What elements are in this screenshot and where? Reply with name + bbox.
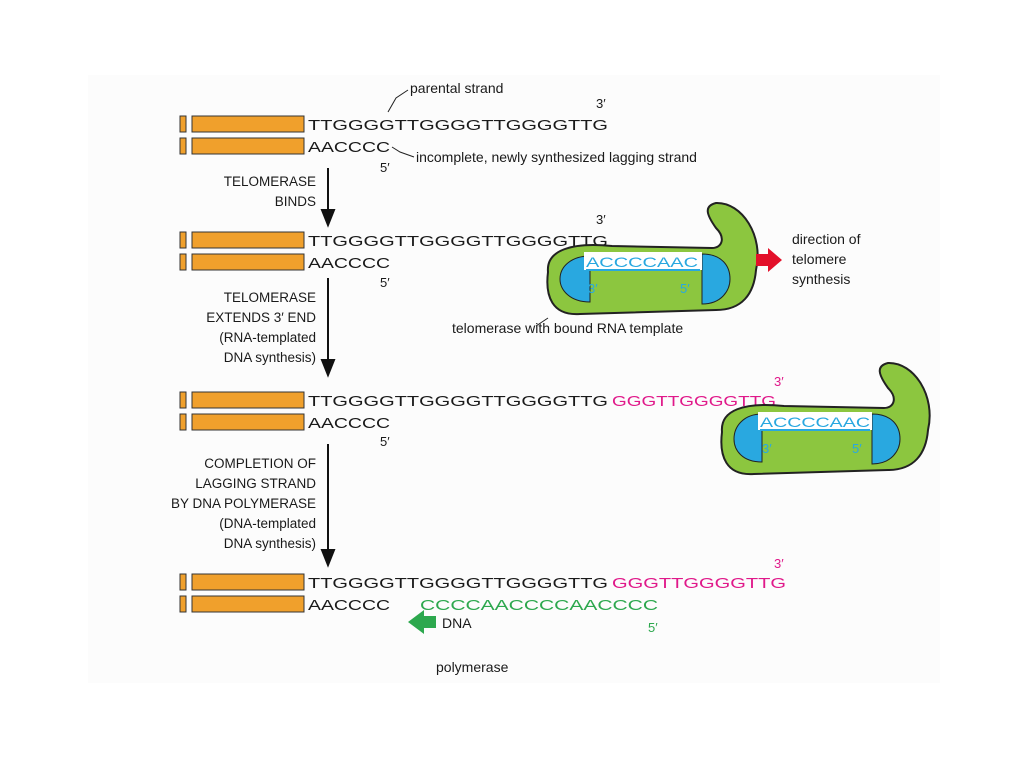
row-3-five-prime: 5′ xyxy=(380,434,390,449)
leader-lagging-strand xyxy=(391,146,415,158)
row-2: TTGGGGTTGGGGTTGGGGTTG 3′ AACCCC 5′ xyxy=(308,212,608,290)
step-arrows xyxy=(320,168,336,568)
step-1-line-1: TELOMERASE xyxy=(224,174,316,189)
row-2-lagging-sequence: AACCCC xyxy=(308,255,390,272)
rna-template-three-prime: 3′ xyxy=(588,281,598,296)
label-telomerase-with-template: telomerase with bound RNA template xyxy=(452,320,683,336)
row-1-leader-lines xyxy=(387,89,415,158)
step-3-line-5: DNA synthesis) xyxy=(224,536,316,551)
rna-template-five-prime-row-3: 5′ xyxy=(852,441,862,456)
step-2-line-4: DNA synthesis) xyxy=(224,350,316,365)
row-4-new-lagging-sequence: CCCCAACCCCAACCCC xyxy=(420,597,658,614)
telomerase-left-lobe-row-3 xyxy=(733,413,763,463)
telomerase-left-lobe xyxy=(559,255,591,303)
step-1-line-2: BINDS xyxy=(275,194,316,209)
row-4: TTGGGGTTGGGGTTGGGGTTG GGGTTGGGGTTG 3′ AA… xyxy=(308,556,786,635)
arrow-step-1-head xyxy=(320,209,336,228)
step-2-line-1: TELOMERASE xyxy=(224,290,316,305)
row-1-parental-sequence: TTGGGGTTGGGGTTGGGGTTG xyxy=(308,117,608,134)
arrow-step-3-head xyxy=(320,549,336,568)
telomerase-label: telomerase with bound RNA template xyxy=(452,317,683,336)
dna-duplex-row-4 xyxy=(179,573,305,613)
polymerase-label-line-2: polymerase xyxy=(436,659,509,675)
row-4-parental-sequence: TTGGGGTTGGGGTTGGGGTTG xyxy=(308,575,608,592)
dna-duplex-row-2 xyxy=(179,231,305,271)
telomerase-row-2: ACCCCAAC 3′ 5′ xyxy=(546,201,759,316)
step-1-label: TELOMERASE BINDS xyxy=(224,174,316,209)
row-4-five-prime: 5′ xyxy=(648,620,658,635)
direction-arrow-icon xyxy=(756,248,782,272)
step-3-line-2: LAGGING STRAND xyxy=(195,476,316,491)
row-1: TTGGGGTTGGGGTTGGGGTTG 3′ AACCCC 5′ paren… xyxy=(308,80,697,175)
step-3-line-3: BY DNA POLYMERASE xyxy=(171,496,316,511)
dna-duplex-row-3 xyxy=(179,391,305,431)
rna-template-box-row-3 xyxy=(758,412,872,430)
rna-template-sequence: ACCCCAAC xyxy=(586,254,698,270)
label-parental-strand: parental strand xyxy=(410,80,503,96)
step-3-label: COMPLETION OF LAGGING STRAND BY DNA POLY… xyxy=(171,456,316,551)
step-3-line-4: (DNA-templated xyxy=(219,516,316,531)
polymerase-arrow-icon xyxy=(408,610,436,634)
leader-parental-strand xyxy=(387,89,409,113)
telomerase-right-lobe xyxy=(701,253,731,305)
row-3-extension-sequence: GGGTTGGGGTTG xyxy=(612,393,776,410)
rna-template-sequence-row-3: ACCCCAAC xyxy=(760,414,870,430)
row-2-parental-sequence: TTGGGGTTGGGGTTGGGGTTG xyxy=(308,233,608,250)
row-3-parental-sequence: TTGGGGTTGGGGTTGGGGTTG xyxy=(308,393,608,410)
rna-template-box xyxy=(584,252,702,270)
row-3-lagging-sequence: AACCCC xyxy=(308,415,390,432)
row-3-three-prime: 3′ xyxy=(774,374,784,389)
row-2-five-prime: 5′ xyxy=(380,275,390,290)
row-1-three-prime: 3′ xyxy=(596,96,606,111)
polymerase-label-line-1: DNA xyxy=(442,615,472,631)
direction-label-line-3: synthesis xyxy=(792,271,850,287)
row-4-three-prime: 3′ xyxy=(774,556,784,571)
row-1-five-prime: 5′ xyxy=(380,160,390,175)
telomerase-row-3: ACCCCAAC 3′ 5′ xyxy=(720,361,931,476)
step-2-label: TELOMERASE EXTENDS 3′ END (RNA-templated… xyxy=(206,290,316,365)
direction-label-line-1: direction of xyxy=(792,231,861,247)
telomerase-right-lobe-row-3 xyxy=(871,413,901,465)
row-3: TTGGGGTTGGGGTTGGGGTTG GGGTTGGGGTTG 3′ AA… xyxy=(308,374,784,449)
rna-template-three-prime-row-3: 3′ xyxy=(762,441,772,456)
arrow-step-2-head xyxy=(320,359,336,378)
direction-of-synthesis: direction of telomere synthesis xyxy=(756,231,861,287)
step-2-line-3: (RNA-templated xyxy=(219,330,316,345)
row-1-lagging-sequence: AACCCC xyxy=(308,139,390,156)
label-incomplete-lagging-strand: incomplete, newly synthesized lagging st… xyxy=(416,149,697,165)
step-2-line-2: EXTENDS 3′ END xyxy=(206,310,316,325)
leader-telomerase xyxy=(535,317,549,327)
step-3-line-1: COMPLETION OF xyxy=(204,456,316,471)
rna-template-five-prime: 5′ xyxy=(680,281,690,296)
dna-duplex-row-1 xyxy=(179,115,305,155)
row-4-extension-sequence: GGGTTGGGGTTG xyxy=(612,575,786,592)
row-2-three-prime: 3′ xyxy=(596,212,606,227)
row-4-lagging-sequence: AACCCC xyxy=(308,597,390,614)
direction-label-line-2: telomere xyxy=(792,251,847,267)
dna-polymerase: DNA polymerase xyxy=(408,610,509,675)
